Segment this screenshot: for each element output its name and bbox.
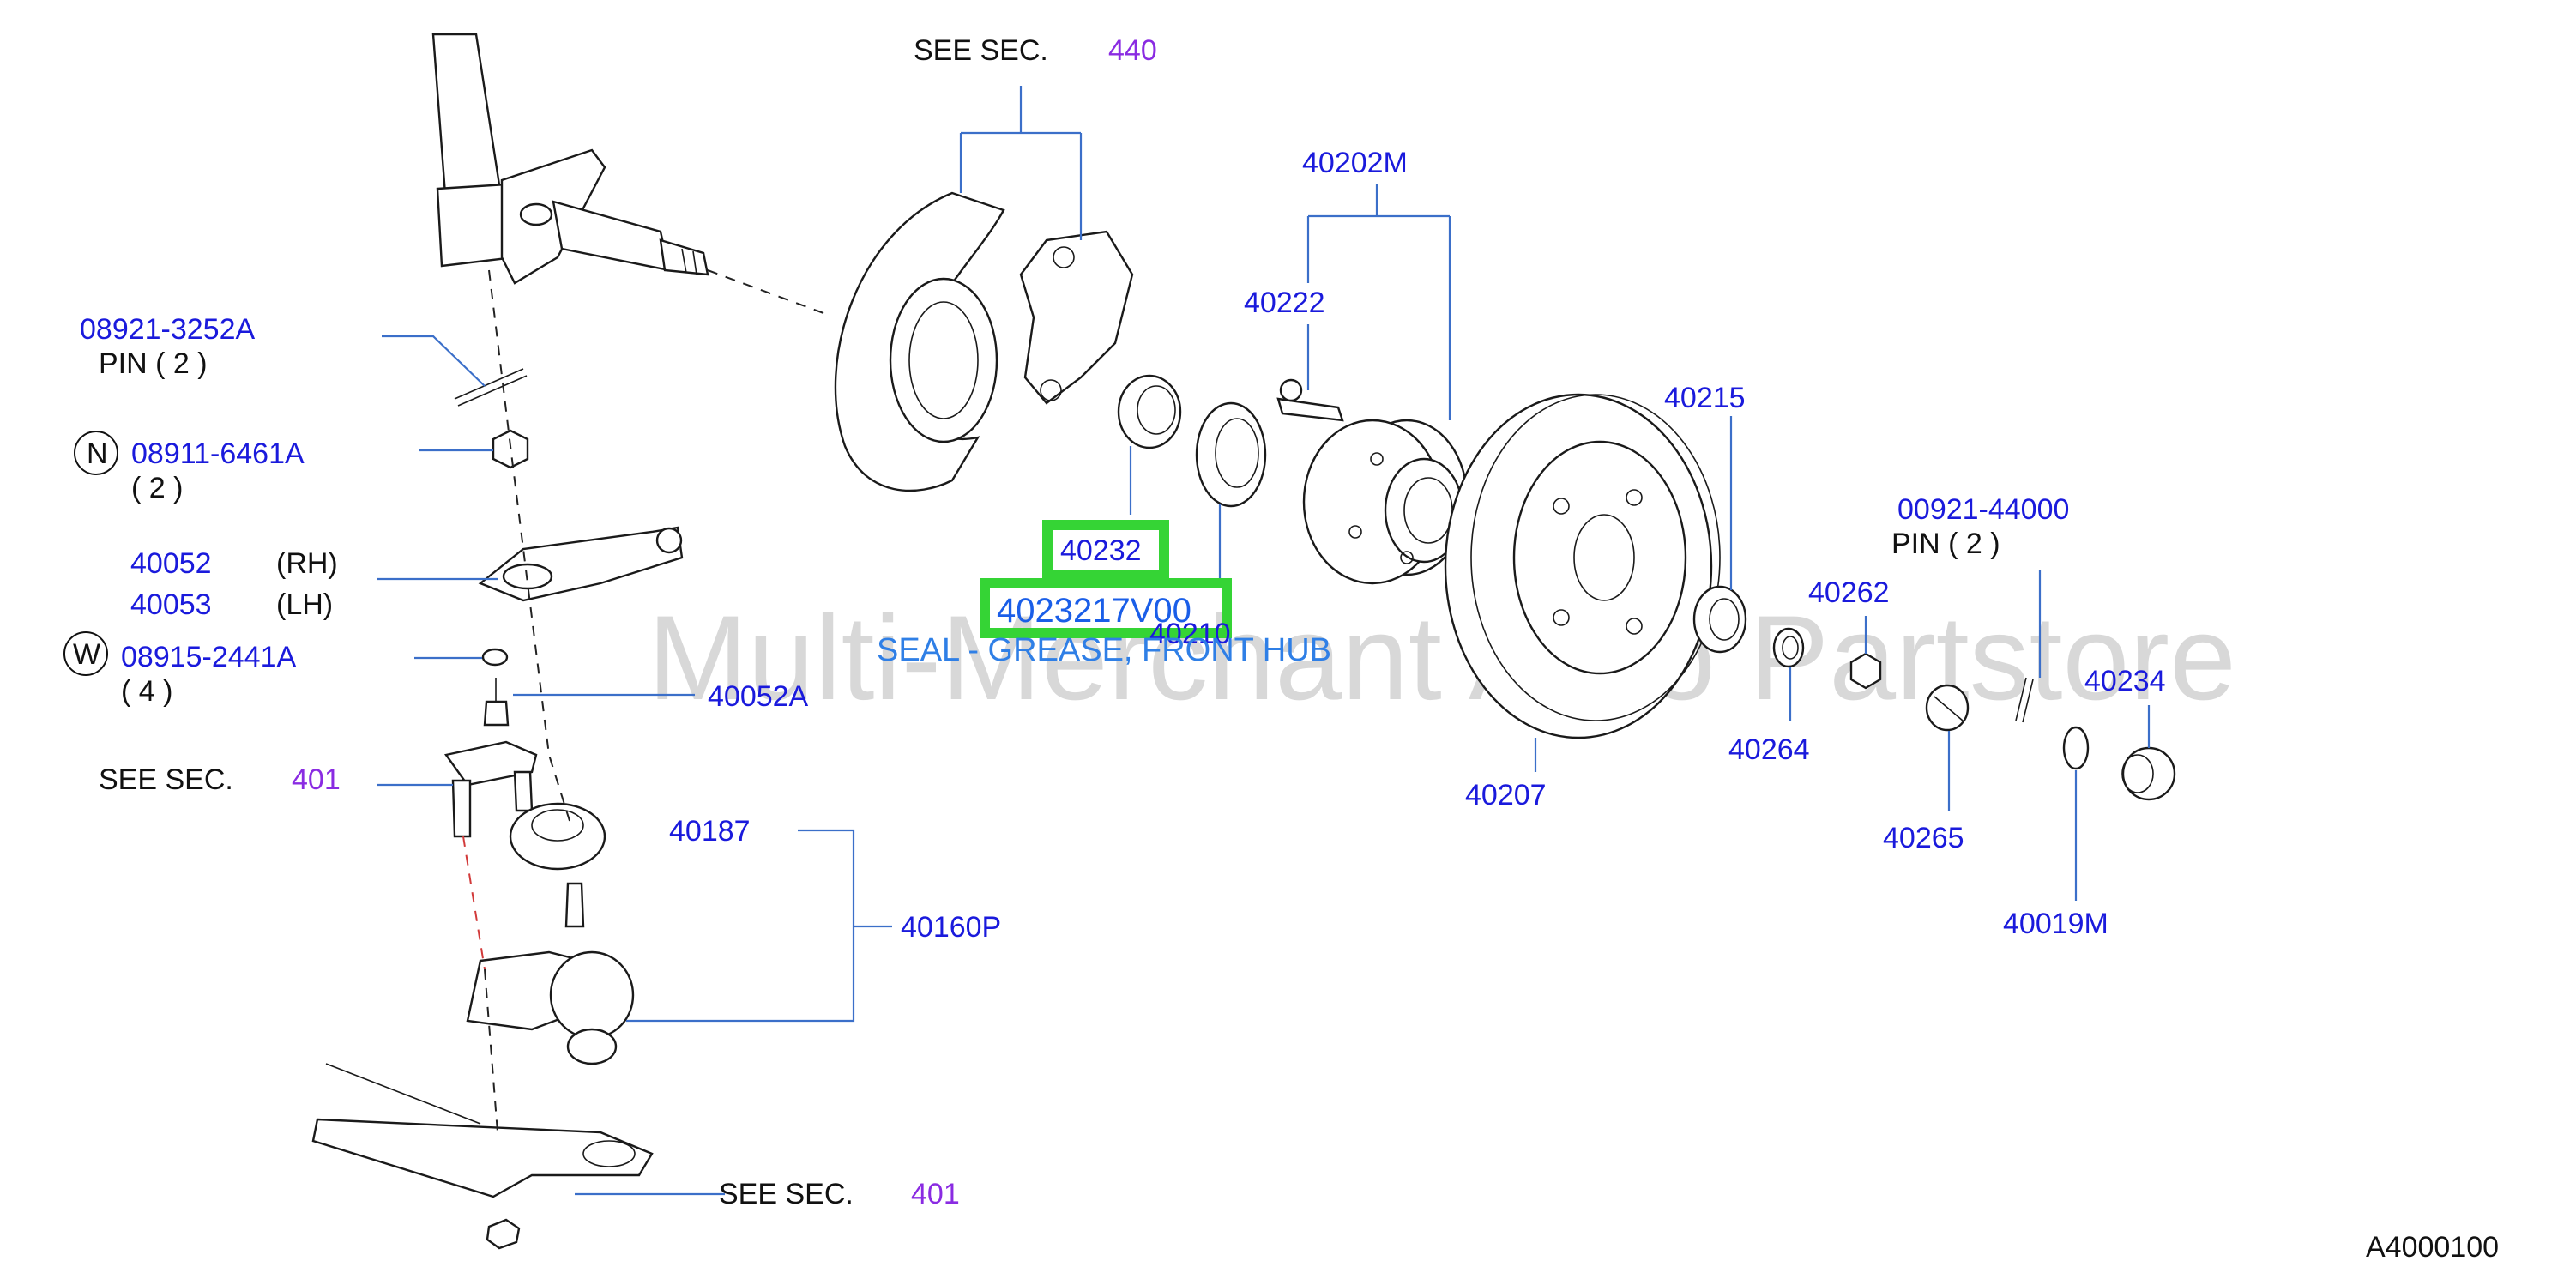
- lh-label: (LH): [276, 588, 333, 621]
- pin-00921-drawing: [2015, 677, 2034, 723]
- hub-drawing: [1276, 378, 1469, 585]
- part-40265-label[interactable]: 40265: [1883, 822, 1964, 854]
- qty-2-label: ( 2 ): [131, 472, 183, 504]
- highlight-box-4023217V00: [980, 578, 1232, 638]
- part-08915-label[interactable]: 08915-2441A: [121, 641, 297, 673]
- part-40210-label[interactable]: 40210: [1149, 618, 1231, 650]
- pin-qty-label: PIN ( 2 ): [99, 347, 208, 380]
- see-sec-401-link-b[interactable]: 401: [911, 1178, 960, 1210]
- part-40187-label[interactable]: 40187: [669, 815, 751, 848]
- part-08911-label[interactable]: 08911-6461A: [131, 437, 305, 470]
- part-40222-label[interactable]: 40222: [1244, 287, 1325, 319]
- lower-arm-drawing: [311, 1063, 654, 1250]
- rotor-40207-drawing: [1444, 393, 1721, 739]
- see-sec-401-prefix-a: SEE SEC.: [99, 763, 233, 796]
- bearing-40232-drawing: [1117, 374, 1182, 449]
- part-40215-label[interactable]: 40215: [1664, 382, 1746, 414]
- part-40262-label[interactable]: 40262: [1808, 576, 1890, 609]
- strut-knuckle-drawing: [431, 33, 824, 314]
- part-40207-label[interactable]: 40207: [1465, 779, 1547, 811]
- w-badge-letter: W: [73, 638, 100, 671]
- w-badge-circle: [63, 631, 108, 676]
- part-40019M-label[interactable]: 40019M: [2003, 908, 2108, 940]
- dust-shield-drawing: [834, 191, 1134, 492]
- bolt-40052A-drawing: [483, 678, 510, 727]
- oring-40019M-drawing: [2062, 726, 2090, 770]
- see-sec-440-link[interactable]: 440: [1108, 34, 1157, 67]
- part-40264-label[interactable]: 40264: [1728, 733, 1810, 766]
- bracket-sec401-drawing: [443, 740, 538, 838]
- part-40232-label[interactable]: 40232: [1060, 534, 1142, 567]
- part-40202M-label[interactable]: 40202M: [1302, 147, 1408, 179]
- part-40160P-label[interactable]: 40160P: [901, 911, 1001, 944]
- part-08921-label[interactable]: 08921-3252A: [80, 313, 256, 346]
- leader-lines: [377, 86, 2151, 1196]
- part-4023217V00-label[interactable]: 4023217V00: [997, 592, 1191, 630]
- highlight-box-40232: [1042, 520, 1169, 580]
- seal-description: SEAL - GREASE, FRONT HUB: [877, 632, 1331, 668]
- pin-qty-label-b: PIN ( 2 ): [1891, 528, 2000, 560]
- diagram-id: A4000100: [2366, 1231, 2499, 1264]
- cap-40265-drawing: [1925, 684, 1970, 732]
- bearing-40215-drawing: [1692, 585, 1747, 654]
- washer-08915-drawing: [481, 648, 509, 667]
- n-badge-letter: N: [87, 437, 108, 470]
- nut-40262-drawing: [1849, 652, 1882, 690]
- ball-joint-40160P-drawing: [466, 882, 635, 1065]
- watermark: Multi-Merchant Auto Partstore: [648, 590, 2236, 725]
- qty-4-label: ( 4 ): [121, 675, 172, 708]
- washer-40264-drawing: [1772, 627, 1805, 668]
- seal-40210-drawing: [1195, 401, 1267, 508]
- boot-40187-drawing: [509, 802, 606, 871]
- rh-label: (RH): [276, 547, 338, 580]
- part-40052A-label[interactable]: 40052A: [708, 680, 809, 713]
- part-00921-label[interactable]: 00921-44000: [1897, 493, 2069, 526]
- see-sec-401-prefix-b: SEE SEC.: [719, 1178, 854, 1210]
- part-40234-label[interactable]: 40234: [2084, 665, 2166, 697]
- see-sec-440-prefix: SEE SEC.: [914, 34, 1048, 67]
- part-40053-label[interactable]: 40053: [130, 588, 212, 621]
- pin-08921-drawing: [454, 368, 528, 407]
- n-badge-circle: [74, 431, 118, 475]
- cap-40234-drawing: [2121, 746, 2176, 801]
- arm-40052-drawing: [478, 526, 684, 602]
- part-40052-label[interactable]: 40052: [130, 547, 212, 580]
- see-sec-401-link-a[interactable]: 401: [292, 763, 341, 796]
